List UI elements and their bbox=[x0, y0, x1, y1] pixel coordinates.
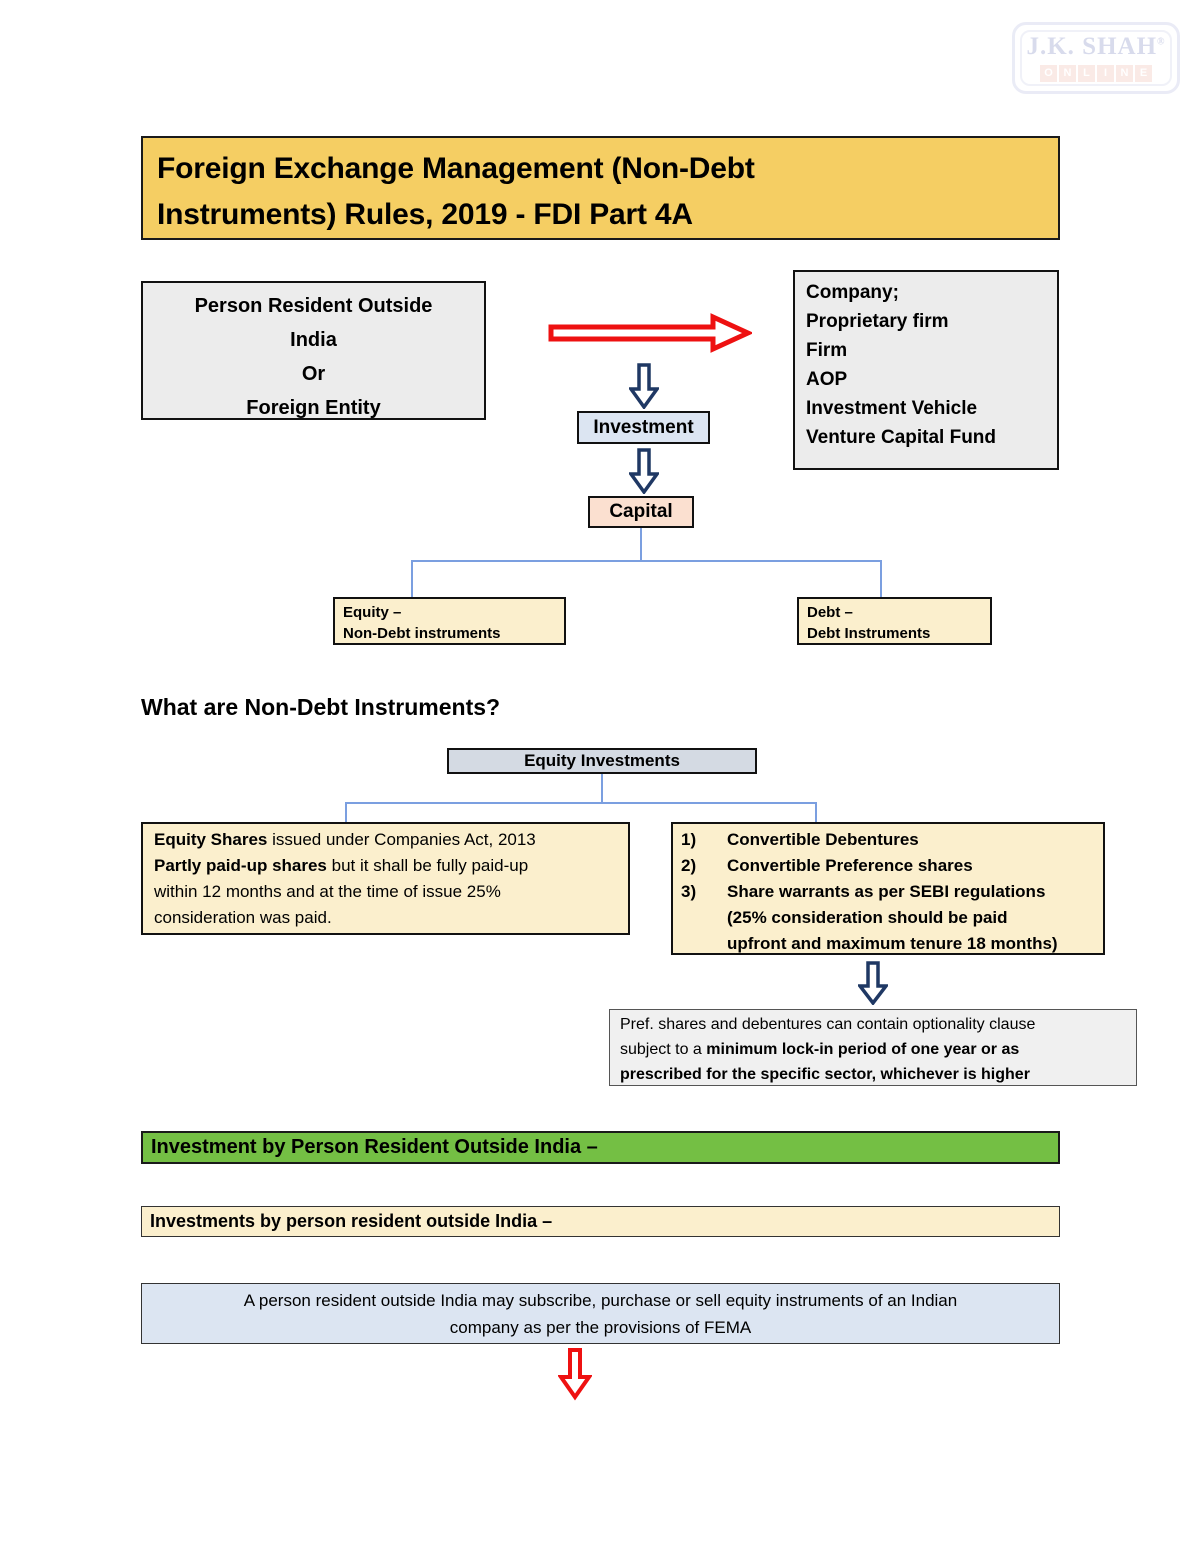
list-continuation-line-2: upfront and maximum tenure 18 months) bbox=[727, 934, 1058, 953]
pref-note-line-3: prescribed for the specific sector, whic… bbox=[620, 1062, 1136, 1087]
connector-capital-bar bbox=[411, 560, 882, 562]
navy-down-arrow-icon-1 bbox=[629, 363, 659, 409]
equity-shares-line-1: Equity Shares issued under Companies Act… bbox=[154, 827, 628, 853]
debt-leaf-line-2: Debt Instruments bbox=[807, 625, 931, 642]
equity-shares-line-3: within 12 months and at the time of issu… bbox=[154, 882, 501, 901]
navy-down-arrow-icon-3 bbox=[858, 961, 888, 1005]
right-party-item: Venture Capital Fund bbox=[806, 427, 997, 448]
equity-shares-line-2: Partly paid-up shares but it shall be fu… bbox=[154, 853, 628, 879]
logo-inner-border bbox=[1020, 30, 1172, 86]
fema-note-line-1: A person resident outside India may subs… bbox=[243, 1291, 958, 1310]
list-text: Share warrants as per SEBI regulations bbox=[727, 882, 1046, 901]
fema-provision-note-box: A person resident outside India may subs… bbox=[141, 1283, 1060, 1344]
connector-equity-bar bbox=[345, 802, 817, 804]
equity-shares-box: Equity Shares issued under Companies Act… bbox=[141, 822, 630, 935]
left-party-line-3: Or bbox=[301, 363, 326, 385]
pref-note-bold-2: prescribed for the specific sector, whic… bbox=[620, 1066, 1030, 1083]
capital-node-box: Capital bbox=[588, 496, 694, 528]
right-party-item: Investment Vehicle bbox=[806, 398, 978, 419]
connector-to-convertible-box bbox=[815, 802, 817, 823]
green-section-banner: Investment by Person Resident Outside In… bbox=[141, 1131, 1060, 1164]
equity-shares-line-4: consideration was paid. bbox=[154, 908, 332, 927]
equity-leaf-line-2: Non-Debt instruments bbox=[343, 625, 501, 642]
logo-letter: I bbox=[1097, 65, 1114, 83]
investment-node-box: Investment bbox=[577, 411, 710, 444]
logo-letter: O bbox=[1040, 65, 1057, 83]
red-right-arrow-icon bbox=[548, 313, 752, 353]
fema-note-line-2: company as per the provisions of FEMA bbox=[449, 1318, 752, 1337]
list-text: Convertible Debentures bbox=[727, 830, 919, 849]
list-text: Convertible Preference shares bbox=[727, 856, 973, 875]
debt-leaf-box: Debt – Debt Instruments bbox=[797, 597, 992, 645]
convertible-list-item: 1) Convertible Debentures bbox=[681, 827, 1103, 853]
debt-leaf-line-1: Debt – bbox=[807, 604, 853, 621]
navy-down-arrow-icon-2 bbox=[629, 448, 659, 494]
equity-leaf-line-1: Equity – bbox=[343, 604, 402, 621]
equity-shares-bold-2: Partly paid-up shares bbox=[154, 856, 327, 875]
equity-shares-bold-1: Equity Shares bbox=[154, 830, 268, 849]
list-continuation-line-1: (25% consideration should be paid bbox=[727, 908, 1008, 927]
list-number: 2) bbox=[681, 856, 697, 875]
section-heading-non-debt-instruments: What are Non-Debt Instruments? bbox=[141, 694, 501, 720]
equity-shares-rest-1: issued under Companies Act, 2013 bbox=[267, 830, 536, 849]
pref-note-normal: subject to a bbox=[620, 1041, 707, 1058]
registered-trademark-icon: ® bbox=[1157, 36, 1166, 48]
right-party-item: Firm bbox=[806, 340, 848, 361]
convertible-list-item: 3) Share warrants as per SEBI regulation… bbox=[681, 879, 1103, 905]
connector-equity-stem bbox=[601, 774, 603, 802]
right-party-item: Proprietary firm bbox=[806, 311, 949, 332]
equity-leaf-box: Equity – Non-Debt instruments bbox=[333, 597, 566, 645]
left-party-line-4: Foreign Entity bbox=[246, 397, 381, 419]
logo-wordmark-text: J.K. SHAH bbox=[1026, 33, 1158, 60]
connector-capital-stem bbox=[640, 528, 642, 560]
page-title-line-1: Foreign Exchange Management (Non-Debt bbox=[157, 152, 755, 185]
pref-note-line-1: Pref. shares and debentures can contain … bbox=[620, 1016, 1036, 1033]
pref-shares-note-box: Pref. shares and debentures can contain … bbox=[609, 1009, 1137, 1086]
equity-shares-rest-2: but it shall be fully paid-up bbox=[326, 856, 529, 875]
capital-label: Capital bbox=[609, 501, 673, 522]
connector-to-equity-shares-box bbox=[345, 802, 347, 823]
logo-letter: N bbox=[1116, 65, 1133, 83]
convertible-list-item: 2) Convertible Preference shares bbox=[681, 853, 1103, 879]
pref-note-line-2: subject to a minimum lock-in period of o… bbox=[620, 1037, 1136, 1062]
list-number: 3) bbox=[681, 882, 697, 901]
left-party-line-2: India bbox=[290, 329, 337, 351]
cream-section-banner: Investments by person resident outside I… bbox=[141, 1206, 1060, 1237]
logo-letter: E bbox=[1135, 65, 1152, 83]
page-title-banner: Foreign Exchange Management (Non-Debt In… bbox=[141, 136, 1060, 240]
logo-letter: N bbox=[1059, 65, 1076, 83]
investment-label: Investment bbox=[593, 417, 694, 438]
left-party-box: Person Resident Outside India Or Foreign… bbox=[141, 281, 486, 420]
logo-letter: L bbox=[1078, 65, 1095, 83]
list-number: 1) bbox=[681, 830, 697, 849]
convertible-instruments-box: 1) Convertible Debentures 2) Convertible… bbox=[671, 822, 1105, 955]
right-party-item: Company; bbox=[806, 282, 899, 303]
connector-to-debt-leaf bbox=[880, 560, 882, 598]
equity-investments-label: Equity Investments bbox=[524, 751, 680, 770]
right-party-box: Company; Proprietary firm Firm AOP Inves… bbox=[793, 270, 1059, 470]
right-party-item: AOP bbox=[806, 369, 848, 390]
left-party-line-1: Person Resident Outside bbox=[194, 295, 433, 317]
pref-note-bold-1: minimum lock-in period of one year or as bbox=[706, 1041, 1020, 1058]
logo-wordmark: J.K. SHAH® bbox=[1015, 33, 1177, 61]
page-title-line-2: Instruments) Rules, 2019 - FDI Part 4A bbox=[157, 198, 693, 231]
red-down-arrow-icon bbox=[558, 1348, 592, 1401]
connector-to-equity-leaf bbox=[411, 560, 413, 598]
equity-investments-header-box: Equity Investments bbox=[447, 748, 757, 774]
